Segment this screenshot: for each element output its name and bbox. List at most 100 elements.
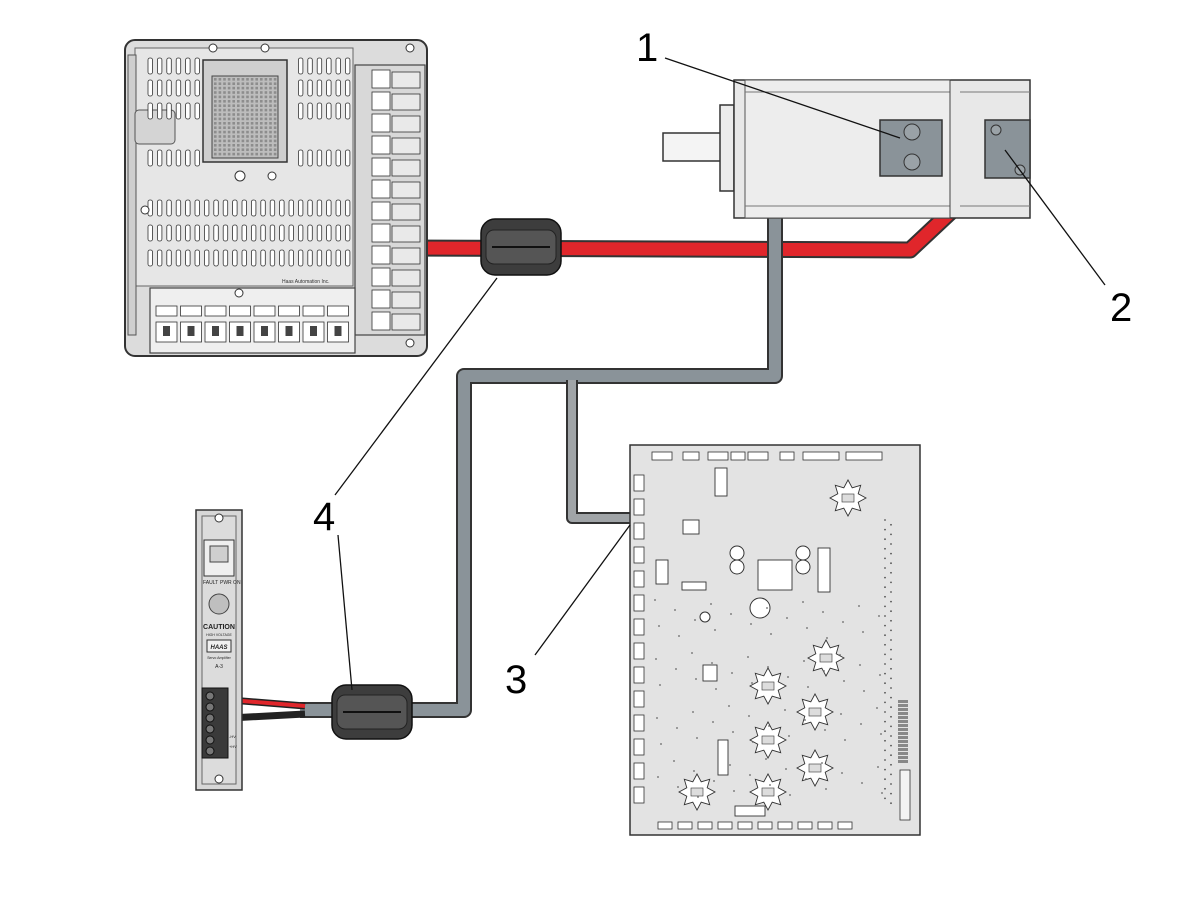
connector-port xyxy=(391,291,421,309)
heatsink-fin xyxy=(255,82,258,85)
vent-slot xyxy=(194,224,200,242)
pcb-via xyxy=(890,687,892,689)
vent-slot xyxy=(156,249,163,267)
vent-slot xyxy=(326,224,332,242)
vent-slot xyxy=(194,149,200,167)
pcb-via xyxy=(770,633,772,635)
pcb-via xyxy=(728,705,730,707)
heatsink-fin xyxy=(273,95,277,99)
heatsink-fin xyxy=(246,152,249,156)
vent-slot xyxy=(344,249,351,267)
pcb-relay-body xyxy=(819,653,833,663)
pcb-via xyxy=(890,552,892,555)
pcb-via xyxy=(890,543,892,545)
heatsink-fin xyxy=(218,91,222,94)
heatsink-fin xyxy=(227,135,231,138)
vent-slot xyxy=(344,224,351,242)
vent-slot xyxy=(147,102,153,120)
pcb-connector xyxy=(717,821,733,830)
heatsink-fin xyxy=(264,139,268,143)
heatsink-fin xyxy=(237,122,240,125)
pcb-capacitor xyxy=(795,545,811,561)
pcb-header-pin xyxy=(898,700,908,703)
vent-slot xyxy=(241,249,247,267)
pcb-via xyxy=(890,706,892,709)
heatsink-fin xyxy=(223,91,226,94)
heatsink-fin xyxy=(227,78,231,81)
heatsink-fin xyxy=(223,148,226,151)
callout-4: 4 xyxy=(313,495,336,539)
heatsink-fin xyxy=(264,82,268,85)
pcb-via xyxy=(710,603,712,605)
pcb-via xyxy=(890,802,892,805)
heatsink-fin xyxy=(218,144,222,147)
pcb-via xyxy=(863,690,865,692)
heatsink-fin xyxy=(273,126,277,129)
vent-slot xyxy=(335,102,341,120)
heatsink-fin xyxy=(260,148,263,151)
connector-port xyxy=(391,181,421,199)
pcb-header-pin xyxy=(898,708,908,711)
heatsink-fin xyxy=(223,104,226,107)
heatsink-fin xyxy=(260,91,263,94)
pcb-via xyxy=(884,519,886,521)
pcb-via xyxy=(804,719,806,721)
pcb-connector xyxy=(677,821,693,830)
pcb-via xyxy=(884,682,886,685)
heatsink-fin xyxy=(241,135,245,138)
connector-port xyxy=(391,247,421,265)
pcb-branch-cable xyxy=(566,380,635,524)
terminal-screw xyxy=(205,735,215,745)
heatsink-fin xyxy=(237,135,240,138)
heatsink-fin xyxy=(269,126,272,129)
heatsink-fin xyxy=(273,104,277,107)
heatsink-fin xyxy=(273,91,277,94)
pcb-via xyxy=(692,711,694,713)
heatsink-fin xyxy=(250,139,254,143)
heatsink-fin xyxy=(237,144,240,147)
heatsink-fin xyxy=(250,122,254,125)
pcb-via xyxy=(767,666,769,668)
heatsink-fin xyxy=(255,135,258,138)
heatsink-fin xyxy=(255,86,258,90)
vent-slot xyxy=(326,199,332,217)
control-pcb xyxy=(629,444,921,836)
pcb-connector xyxy=(633,570,645,588)
vent-slot xyxy=(307,149,313,167)
pcb-connector xyxy=(707,451,729,461)
pcb-via xyxy=(842,621,844,623)
pcb-via xyxy=(751,682,753,684)
heatsink-fin xyxy=(218,108,222,112)
connector-pin xyxy=(310,326,317,336)
heatsink-fin xyxy=(237,126,240,129)
connector-port xyxy=(204,305,227,317)
heatsink-fin xyxy=(214,117,217,121)
heatsink-fin xyxy=(260,135,263,138)
vent-slot xyxy=(344,199,351,217)
heatsink-fin xyxy=(250,82,254,85)
vent-slot xyxy=(307,199,313,217)
heatsink-fin xyxy=(218,95,222,99)
pcb-via xyxy=(787,676,789,678)
heatsink-fin xyxy=(260,78,263,81)
pcb-via xyxy=(659,684,661,686)
vent-slot xyxy=(185,149,191,167)
heatsink-fin xyxy=(246,78,249,81)
heatsink-fin xyxy=(250,113,254,116)
heatsink-fin xyxy=(269,86,272,90)
heatsink-fin xyxy=(260,104,263,107)
heatsink-fin xyxy=(246,148,249,151)
pcb-via xyxy=(884,547,886,550)
pcb-via xyxy=(884,672,886,675)
pcb-via xyxy=(876,707,878,709)
heatsink-fin xyxy=(241,117,245,121)
pcb-header-pin xyxy=(898,748,908,751)
heatsink-fin xyxy=(237,117,240,121)
pcb-via xyxy=(884,711,886,713)
vent-slot xyxy=(203,224,210,242)
vent-slot xyxy=(307,79,313,97)
pcb-via xyxy=(802,601,804,603)
pcb-via xyxy=(766,607,768,609)
connector-port xyxy=(391,313,421,331)
pcb-via xyxy=(884,634,886,637)
